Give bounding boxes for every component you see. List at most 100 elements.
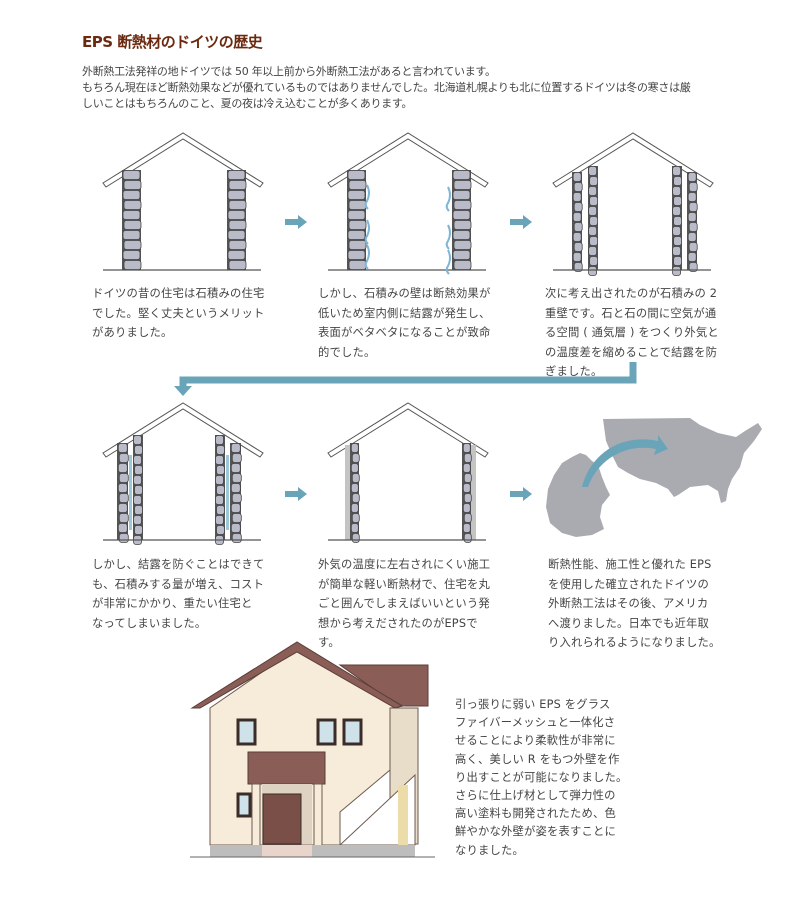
stone-block [688, 242, 698, 252]
stone-block [118, 533, 129, 543]
stone-block [452, 190, 471, 200]
stone-block [227, 230, 246, 240]
stone-block [117, 483, 128, 493]
caption-line: が簡単な軽い断熱材で、住宅を丸 [318, 577, 491, 591]
stone-block [122, 230, 141, 240]
stone-block [231, 473, 242, 483]
stone-block [216, 465, 225, 475]
stone-block [463, 533, 472, 543]
stone-block [687, 232, 697, 242]
air-layer [226, 455, 229, 530]
stone-block [118, 513, 129, 523]
stone-block [134, 485, 143, 495]
stone-block [572, 172, 582, 182]
caption-line: しかし、結露を防ぐことはできて [92, 558, 265, 571]
condensation-house-diagram [327, 132, 489, 275]
stone-block [348, 220, 367, 230]
stone-block [123, 220, 142, 230]
caption-line: ぎました。 [545, 365, 603, 378]
stone-block [350, 503, 359, 513]
stone-block [452, 250, 471, 260]
caption-line: ドイツの昔の住宅は石積みの住宅 [92, 287, 265, 300]
eps-layer [345, 445, 350, 540]
stone-block [231, 493, 242, 503]
stone-block [350, 463, 359, 473]
stone-block [348, 180, 367, 190]
stone-block [122, 210, 141, 220]
stone-block [227, 250, 246, 260]
stone-block [589, 196, 598, 206]
step-caption: 外気の温度に左右されにくい施工が簡単な軽い断熱材で、住宅を丸ごと囲んでしまえばい… [318, 555, 498, 653]
caption-line: さらに仕上げ材として弾力性の [455, 789, 616, 803]
caption-line: ごと囲んでしまえばいいという発 [318, 597, 490, 610]
stone-block [462, 503, 471, 513]
stone-block [453, 220, 472, 230]
stone-block [463, 493, 472, 503]
stone-block [673, 236, 683, 246]
air-layer [129, 455, 132, 530]
page-title: EPS 断熱材のドイツの歴史 [82, 33, 263, 51]
caption-line: 高く、美しい R をもつ外壁を作 [455, 752, 620, 766]
stone-block [216, 525, 225, 535]
stone-block [118, 453, 129, 463]
stone-block [463, 453, 472, 463]
arrow-right-icon [510, 487, 532, 501]
stone-block [462, 483, 471, 493]
stone-block [118, 473, 129, 483]
stone-block [672, 266, 681, 276]
stone-block [462, 463, 471, 473]
stone-block [230, 523, 241, 533]
stone-block [228, 220, 247, 230]
caption-line: でした。堅く丈夫というメリット [92, 306, 265, 320]
stone-block [122, 190, 141, 200]
condensation-drip [364, 219, 370, 245]
stone-block [672, 246, 681, 256]
stone-block [351, 473, 360, 483]
arrow-right-icon [285, 487, 307, 501]
step-caption: しかし、結露を防ぐことはできても、石積みする量が増え、コストが非常にかかり、重た… [92, 555, 272, 633]
stone-block [348, 200, 367, 210]
stone-block [687, 212, 697, 222]
stone-block [231, 513, 242, 523]
caption-line: しかし、石積みの壁は断熱効果が [318, 287, 491, 300]
intro-text: 外断熱工法発祥の地ドイツでは 50 年以上前から外断熱工法があると言われています… [82, 64, 782, 112]
roof [552, 132, 714, 188]
stone-block [572, 212, 582, 222]
stone-block [462, 523, 471, 533]
stone-block [588, 206, 597, 216]
caption-line: り出すことが可能になりました。 [455, 770, 628, 784]
stone-block [134, 445, 143, 455]
stone-block [133, 455, 142, 465]
caption-line: を使用した確立されたドイツの [548, 577, 709, 591]
caption-line: なりました。 [455, 843, 524, 857]
modern-house-illustration [190, 641, 435, 858]
stone-house-diagram [102, 132, 264, 271]
stone-block [688, 222, 698, 232]
stone-block [227, 190, 246, 200]
stone-block [462, 443, 471, 453]
stone-block [350, 523, 359, 533]
final-caption: 引っ張りに弱い EPS をグラスファイバーメッシュと一体化させることにより柔軟性… [455, 696, 665, 860]
stone-block [228, 260, 247, 270]
stone-block [351, 513, 360, 523]
double-wall-house-diagram [552, 132, 714, 276]
stone-block [672, 186, 681, 196]
caption-line: 引っ張りに弱い EPS をグラス [455, 698, 611, 711]
stone-block [215, 435, 224, 445]
stone-block [350, 483, 359, 493]
caption-line: 的でした。 [318, 345, 376, 359]
eps-house-diagram [327, 402, 489, 543]
stone-block [117, 523, 128, 533]
stone-block [118, 493, 129, 503]
stone-block [117, 463, 128, 473]
caption-line: せることにより柔軟性が非常に [455, 734, 616, 748]
condensation-drip [445, 186, 451, 212]
stone-block [672, 206, 681, 216]
stone-block [687, 172, 697, 182]
caption-line: 外断熱工法はその後、アメリカ [548, 597, 709, 610]
stone-block [673, 216, 683, 226]
caption-line: なってしまいました。 [92, 616, 207, 630]
